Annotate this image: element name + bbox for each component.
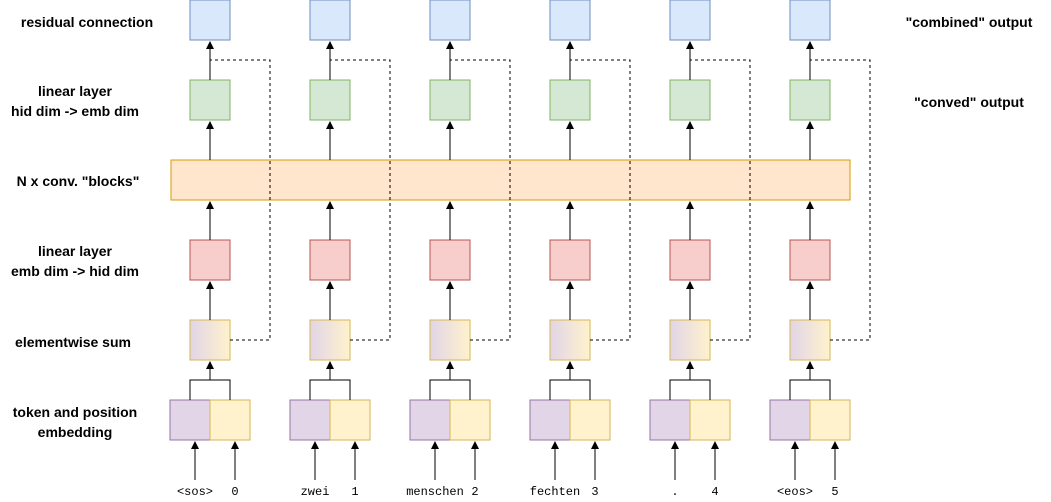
label-conv-blocks: N x conv. "blocks" [17, 173, 140, 189]
residual-output-box [309, 0, 351, 41]
label-embedding-line1: token and position [13, 404, 137, 420]
embedding-merge-line [789, 379, 831, 400]
token-embedding-box [289, 399, 331, 441]
elementwise-sum-box [189, 319, 231, 361]
linear-out-box [549, 79, 591, 121]
linear-in-box [429, 239, 471, 281]
linear-out-box [669, 79, 711, 121]
position-label: 4 [711, 485, 718, 499]
position-label: 3 [591, 485, 598, 499]
linear-out-box [189, 79, 231, 121]
label-conved-output: "conved" output [914, 94, 1024, 110]
label-linear-in-line2: emb dim -> hid dim [11, 263, 139, 279]
label-linear-out-line1: linear layer [38, 83, 112, 99]
position-embedding-box [689, 399, 731, 441]
residual-dashed-line [330, 59, 391, 341]
label-embedding-line2: embedding [38, 424, 113, 440]
elementwise-sum-box [669, 319, 711, 361]
embedding-merge-line [429, 379, 471, 400]
token-label: menschen [406, 485, 464, 499]
residual-output-box [789, 0, 831, 41]
elementwise-sum-box [309, 319, 351, 361]
token-label: fechten [530, 485, 580, 499]
token-embedding-box [649, 399, 691, 441]
position-label: 1 [351, 485, 358, 499]
residual-dashed-line [570, 59, 631, 341]
residual-output-box [429, 0, 471, 41]
embedding-merge-line [189, 379, 231, 400]
residual-output-box [549, 0, 591, 41]
linear-in-box [189, 239, 231, 281]
linear-in-box [669, 239, 711, 281]
elementwise-sum-box [429, 319, 471, 361]
position-embedding-box [809, 399, 851, 441]
position-embedding-box [329, 399, 371, 441]
linear-out-box [789, 79, 831, 121]
position-label: 0 [231, 485, 238, 499]
residual-dashed-line [810, 59, 871, 341]
token-label: zwei [301, 485, 330, 499]
token-label: . [671, 485, 678, 499]
token-embedding-box [769, 399, 811, 441]
elementwise-sum-box [549, 319, 591, 361]
token-label: <eos> [777, 485, 813, 499]
position-embedding-box [569, 399, 611, 441]
position-embedding-box [449, 399, 491, 441]
linear-in-box [309, 239, 351, 281]
token-columns: <sos> 0 zwei 1 menschen 2 fechten 3. 4 <eos> 5 [169, 0, 871, 499]
linear-in-box [549, 239, 591, 281]
position-label: 5 [831, 485, 838, 499]
residual-dashed-line [690, 59, 751, 341]
embedding-merge-line [669, 379, 711, 400]
label-combined-output: "combined" output [906, 14, 1033, 30]
linear-out-box [309, 79, 351, 121]
linear-in-box [789, 239, 831, 281]
label-residual-connection: residual connection [21, 14, 153, 30]
linear-out-box [429, 79, 471, 121]
elementwise-sum-box [789, 319, 831, 361]
token-embedding-box [529, 399, 571, 441]
embedding-merge-line [309, 379, 351, 400]
embedding-merge-line [549, 379, 591, 400]
label-linear-in-line1: linear layer [38, 243, 112, 259]
residual-dashed-line [450, 59, 511, 341]
residual-output-box [189, 0, 231, 41]
token-embedding-box [169, 399, 211, 441]
residual-dashed-line [210, 59, 271, 341]
position-label: 2 [471, 485, 478, 499]
position-embedding-box [209, 399, 251, 441]
residual-output-box [669, 0, 711, 41]
label-linear-out-line2: hid dim -> emb dim [11, 103, 139, 119]
token-label: <sos> [177, 485, 213, 499]
token-embedding-box [409, 399, 451, 441]
label-elementwise-sum: elementwise sum [15, 334, 131, 350]
